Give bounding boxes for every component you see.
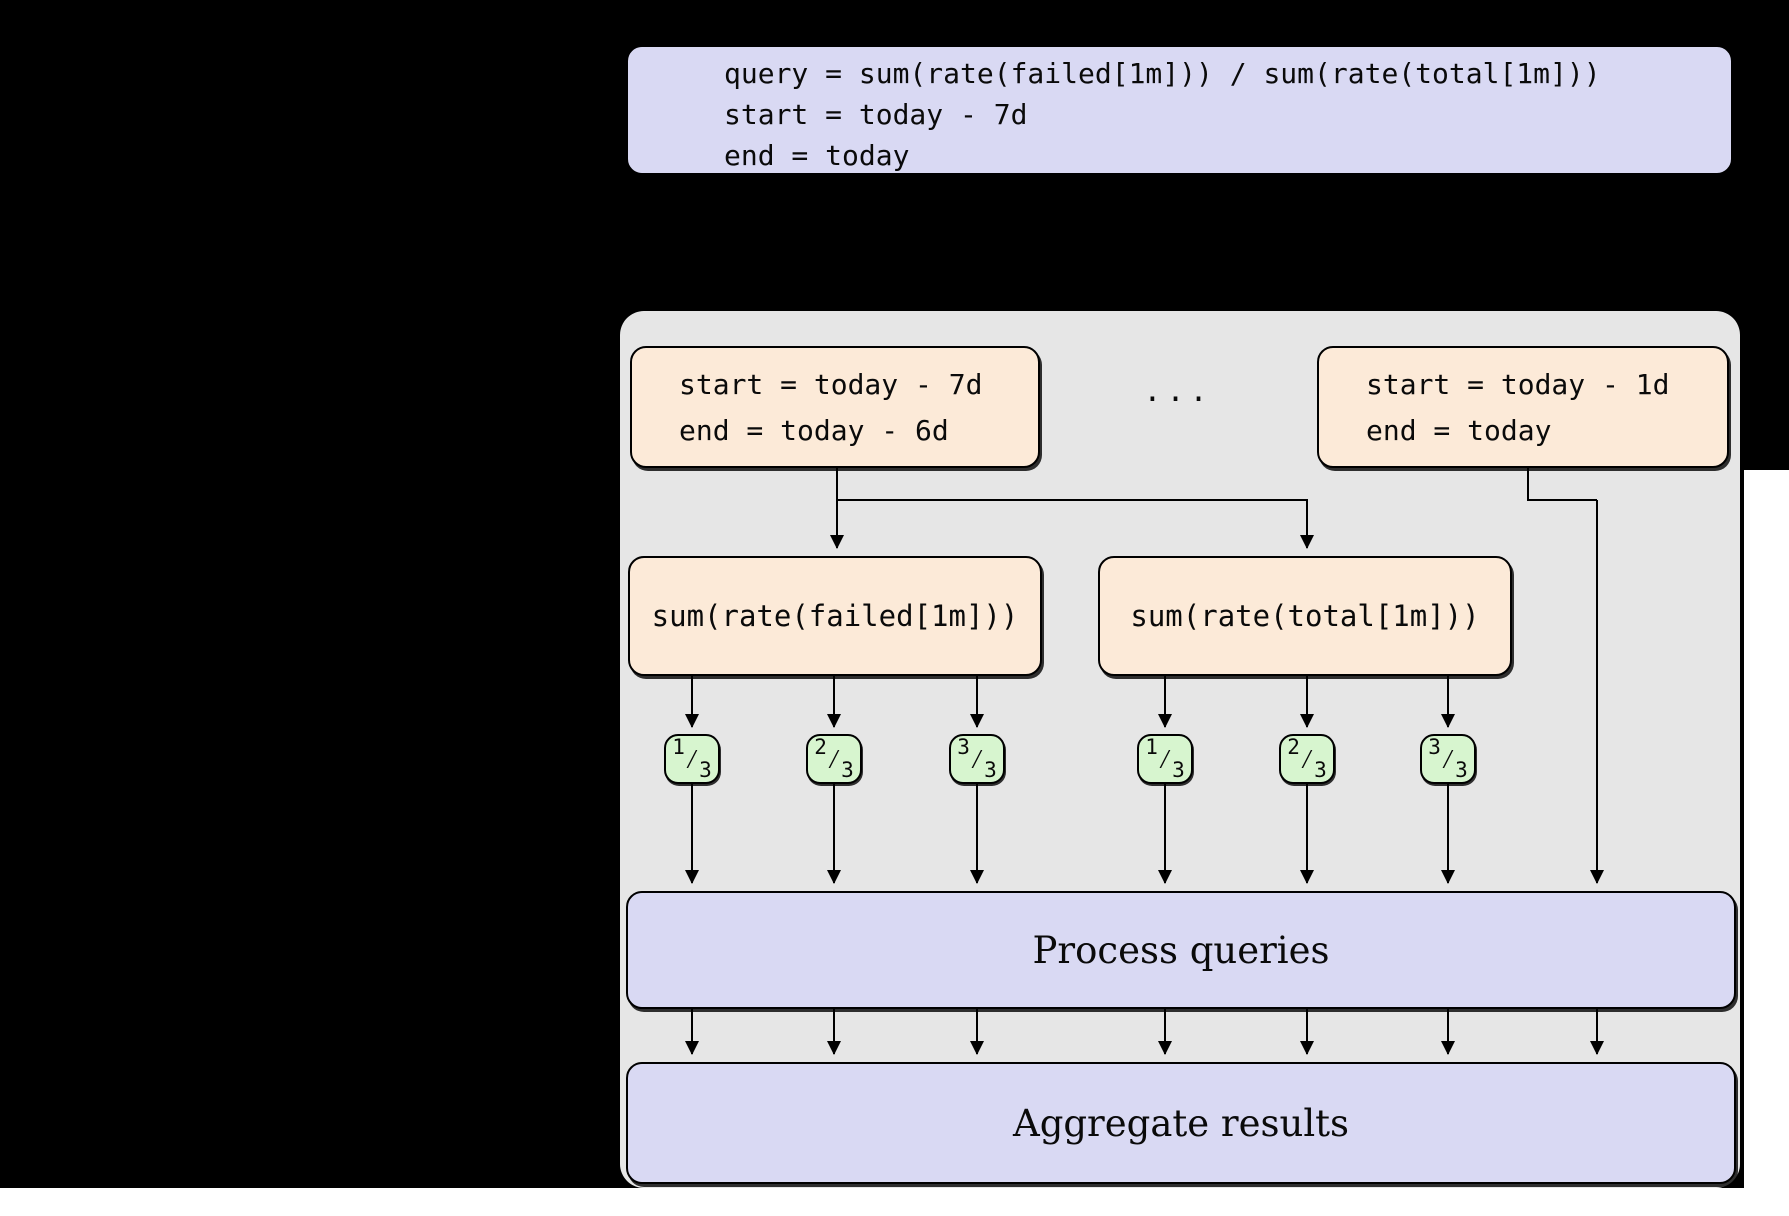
range-start-line: start = today - 1d [1366,367,1670,401]
query-end-line: end = today [724,139,910,172]
range-end-line: end = today - 6d [679,413,949,447]
shard-fraction: 2⁄3 [814,734,854,783]
shard-chip-failed-1of3: 1⁄3 [664,734,720,784]
shard-fraction: 3⁄3 [957,734,997,783]
range-end-line: end = today [1366,413,1552,447]
time-range-box-first: start = today - 7d end = today - 6d [630,346,1040,468]
shard-fraction: 1⁄3 [672,734,712,783]
ellipsis-label: ... [1143,374,1213,409]
shard-fraction: 3⁄3 [1428,734,1468,783]
shard-fraction: 1⁄3 [1145,734,1185,783]
subquery-total-box: sum(rate(total[1m])) [1098,556,1512,676]
shard-chip-total-3of3: 3⁄3 [1420,734,1476,784]
shard-chip-failed-2of3: 2⁄3 [806,734,862,784]
shard-chip-failed-3of3: 3⁄3 [949,734,1005,784]
shard-fraction: 2⁄3 [1287,734,1327,783]
query-start-line: start = today - 7d [724,98,1028,131]
subquery-failed-box: sum(rate(failed[1m])) [628,556,1042,676]
range-start-line: start = today - 7d [679,367,983,401]
query-line: query = sum(rate(failed[1m])) / sum(rate… [724,57,1601,90]
aggregate-results-box: Aggregate results [626,1062,1736,1184]
shard-chip-total-2of3: 2⁄3 [1279,734,1335,784]
time-range-box-last: start = today - 1d end = today [1317,346,1729,468]
query-definition-box: query = sum(rate(failed[1m])) / sum(rate… [626,45,1733,175]
process-queries-box: Process queries [626,891,1736,1009]
shard-chip-total-1of3: 1⁄3 [1137,734,1193,784]
